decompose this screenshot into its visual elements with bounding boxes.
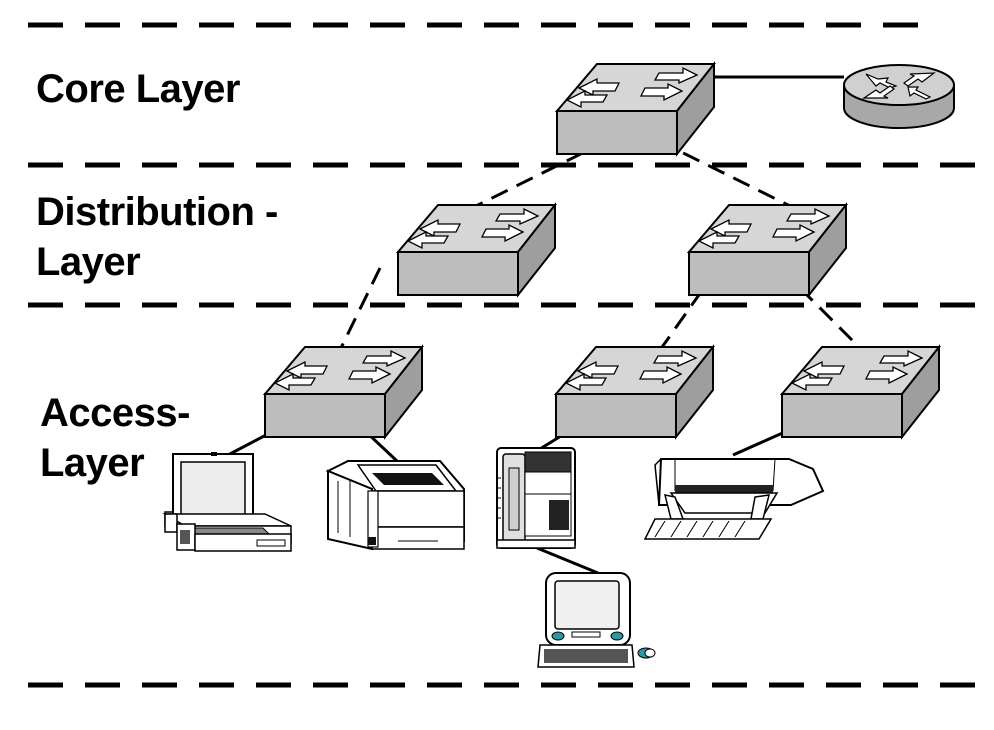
core-layer-label: Core Layer [36,67,240,111]
access-switch-3-icon[interactable] [781,346,940,438]
desktop-computer-icon[interactable] [537,572,656,668]
access-switch-2-icon[interactable] [555,346,714,438]
laptop-icon[interactable] [162,452,292,552]
distribution-switch-1-icon[interactable] [397,204,556,296]
core-switch-icon[interactable] [556,63,715,155]
distribution-layer-label: Distribution - Layer [36,190,278,284]
link-phone-desktop [536,546,599,575]
access-switch-1-icon[interactable] [264,346,423,438]
layer-separators [28,22,980,688]
inkjet-printer-icon[interactable] [643,458,825,540]
link-dist1-access1 [338,267,382,351]
ip-phone-icon[interactable] [496,447,576,549]
distribution-switch-2-icon[interactable] [688,204,847,296]
router-icon[interactable] [843,64,955,129]
link-dist2-access3 [778,266,864,352]
laser-printer-icon[interactable] [325,460,465,551]
access-layer-label: Access- Layer [40,391,190,485]
